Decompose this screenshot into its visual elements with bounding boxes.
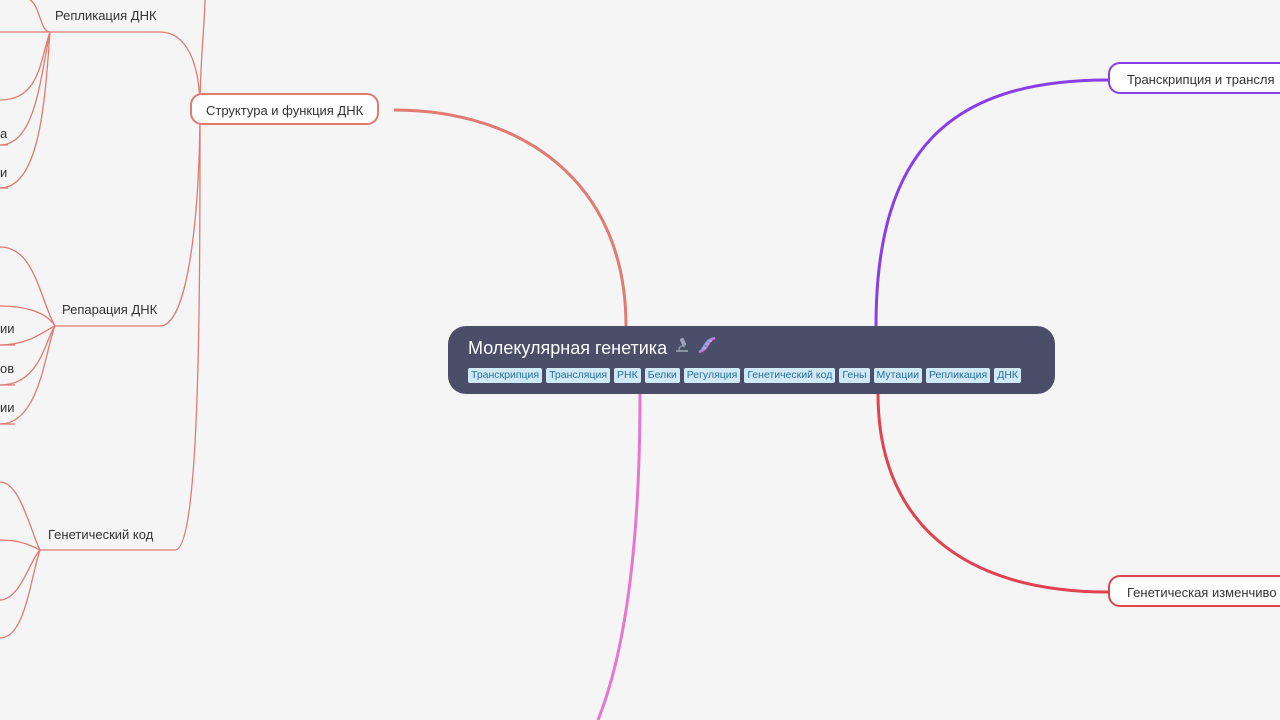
connector-root-left bbox=[393, 108, 628, 327]
tag[interactable]: Регуляция bbox=[683, 368, 741, 383]
leaf-fragment[interactable]: ии bbox=[0, 400, 15, 415]
root-title: Молекулярная генетика bbox=[468, 336, 1035, 360]
microscope-icon bbox=[673, 336, 691, 360]
connector-root-bottom bbox=[596, 393, 642, 720]
tag[interactable]: ДНК bbox=[994, 368, 1022, 383]
tag[interactable]: Мутации bbox=[873, 368, 922, 383]
subbranch-dna-repair[interactable]: Репарация ДНК bbox=[62, 302, 158, 317]
tag[interactable]: РНК bbox=[614, 368, 641, 383]
root-tags: Транскрипция Трансляция РНК Белки Регуля… bbox=[468, 368, 1035, 383]
branch-structure-function-dna[interactable]: Структура и функция ДНК bbox=[190, 93, 380, 125]
tag[interactable]: Репликация bbox=[925, 368, 991, 383]
tag[interactable]: Гены bbox=[839, 368, 870, 383]
subbranch-genetic-code[interactable]: Генетический код bbox=[48, 527, 154, 542]
leaf-fragment[interactable]: ии bbox=[0, 321, 15, 336]
tag[interactable]: Трансляция bbox=[546, 368, 611, 383]
branch-transcription-translation[interactable]: Транскрипция и трансля bbox=[1108, 62, 1280, 94]
tag[interactable]: Белки bbox=[644, 368, 680, 383]
root-node[interactable]: Молекулярная генетика Транскрипция Транс… bbox=[448, 326, 1055, 394]
leaf-fragment[interactable]: ов bbox=[0, 361, 15, 376]
root-title-text: Молекулярная генетика bbox=[468, 338, 668, 358]
connector-root-top-right bbox=[874, 78, 1109, 327]
leaf-fragment[interactable]: а bbox=[0, 126, 8, 141]
subbranch-dna-replication[interactable]: Репликация ДНК bbox=[55, 8, 157, 23]
dna-icon bbox=[697, 336, 717, 360]
branch-genetic-variability[interactable]: Генетическая изменчиво bbox=[1108, 575, 1280, 607]
tag[interactable]: Транскрипция bbox=[468, 368, 543, 383]
tag[interactable]: Генетический код bbox=[744, 368, 836, 383]
leaf-fragment[interactable]: и bbox=[0, 165, 8, 180]
connector-root-bottom-right bbox=[876, 393, 1109, 594]
